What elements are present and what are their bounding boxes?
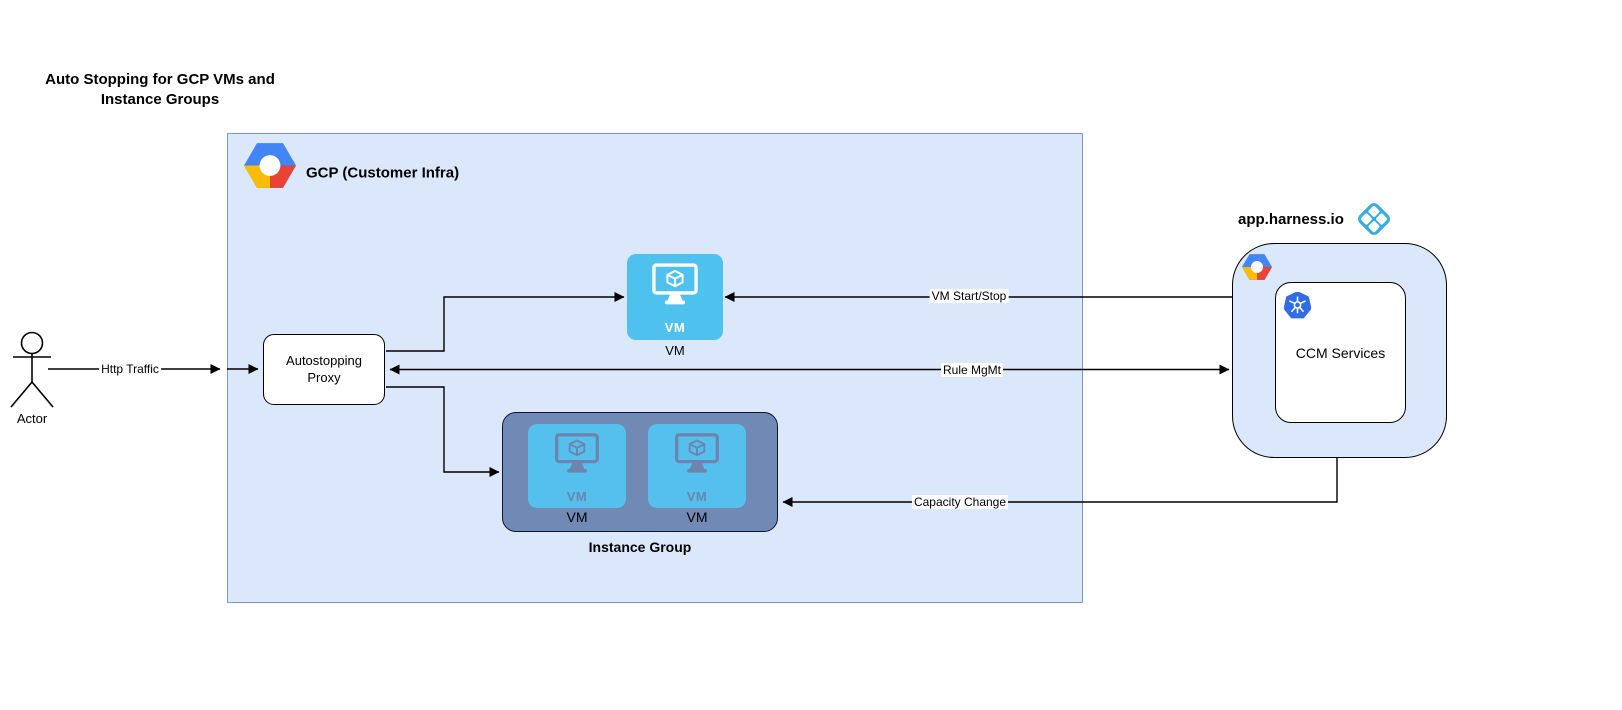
actor-icon (10, 331, 54, 408)
instance-group-vm-label: VM (686, 509, 708, 525)
edge-label-vm-start-stop: VM Start/Stop (929, 289, 1009, 303)
autostopping-proxy-node: Autostopping Proxy (263, 334, 385, 405)
edge-label-capacity-change: Capacity Change (911, 495, 1009, 509)
instance-group-box: VM VM VM VM (502, 412, 778, 532)
actor-label: Actor (16, 411, 48, 426)
harness-logo-icon (1358, 203, 1390, 235)
autostopping-proxy-label: Autostopping Proxy (286, 353, 362, 385)
edge-label-rule-mgmt: Rule MgMt (940, 363, 1004, 377)
vm-tile-text: VM (566, 489, 588, 504)
kubernetes-icon (1284, 292, 1311, 319)
edge-label-http-traffic: Http Traffic (99, 362, 161, 376)
diagram-title: Auto Stopping for GCP VMs and Instance G… (45, 71, 275, 109)
vm-monitor-icon (652, 263, 698, 305)
vm-monitor-icon (675, 433, 719, 473)
gcp-logo-icon (1242, 254, 1272, 280)
vm-node: VM (627, 254, 723, 340)
instance-group-vm-label: VM (566, 509, 588, 525)
instance-group-vm-node: VM (528, 424, 626, 508)
gcp-box-label: GCP (Customer Infra) (306, 164, 460, 182)
instance-group-label: Instance Group (588, 539, 692, 555)
vm-tile-text: VM (664, 320, 686, 335)
vm-tile-text: VM (686, 489, 708, 504)
ccm-services-label: CCM Services (1295, 344, 1386, 361)
vm-label: VM (665, 343, 685, 358)
instance-group-vm-node: VM (648, 424, 746, 508)
harness-box: CCM Services (1232, 243, 1447, 458)
harness-domain-label: app.harness.io (1238, 211, 1344, 228)
gcp-logo-icon (244, 143, 296, 188)
ccm-services-node: CCM Services (1275, 282, 1406, 423)
vm-monitor-icon (555, 433, 599, 473)
